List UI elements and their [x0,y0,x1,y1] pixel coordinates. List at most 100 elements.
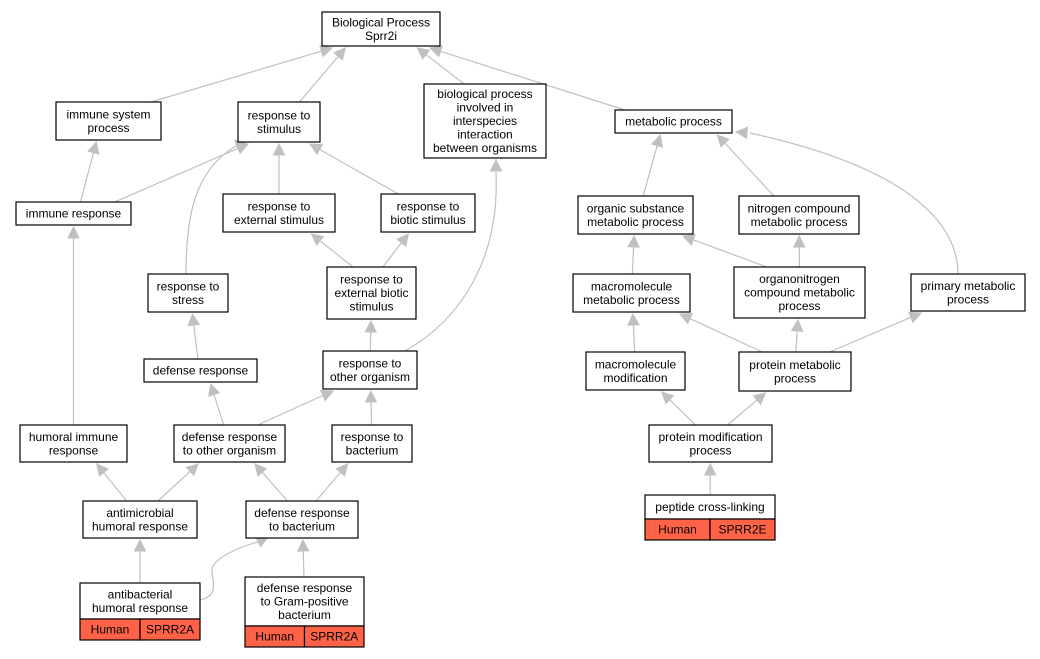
node-label-line: Biological Process [332,15,430,29]
node-label-line: protein metabolic [749,358,840,372]
node-label-line: defense response [153,364,249,378]
edge-arrowhead [254,463,268,477]
node-box [614,109,733,134]
edge-line [724,142,775,197]
node-box [143,358,258,383]
node-label-line: response to [157,279,220,293]
edge-line [749,132,959,275]
node-label-line: protein modification [658,430,762,444]
edge-organic_substance_metabolic-to-metabolic_process [642,133,664,197]
edge-macromolecule_metabolic-to-organic_substance_metabolic [627,234,640,275]
node-label-line: humoral immune [29,430,119,444]
edge-arrowhead [661,391,675,405]
node-box [648,424,773,463]
edge-arrowhead [627,234,640,248]
edge-arrowhead [416,47,431,61]
edge-line [103,472,128,502]
edge-arrowhead [627,312,640,326]
go-term-node-defense-response[interactable]: defense response [143,358,258,383]
go-term-node-immune-response[interactable]: immune response [15,201,132,226]
node-label-line: compound metabolic [744,286,855,300]
node-label-line: peptide cross-linking [655,500,764,514]
edge-arrowhead [364,319,377,333]
node-label-line: response to [340,273,403,287]
node-box [82,500,198,539]
edge-line [193,324,199,360]
species-label: Human [255,630,294,644]
node-label-line: response to [248,199,311,213]
node-label-line: process [689,443,731,457]
node-box [237,101,321,143]
node-label-line: humoral response [92,519,188,533]
node-box [572,273,691,313]
node-box [222,193,336,233]
edge-line [319,240,354,268]
go-term-node-metabolic-process[interactable]: metabolic process [614,109,733,134]
edge-arrowhead [792,234,806,248]
edge-line [157,470,191,502]
edge-response_external_biotic-to-response_biotic_stimulus [382,233,409,268]
edge-arrowhead [396,233,409,247]
node-label-line: bacterium [346,443,399,457]
edge-arrowhead [67,225,80,239]
edge-arrowhead [319,45,334,58]
edge-line [632,324,636,353]
node-label-line: defense response [254,506,350,520]
node-box [322,350,418,390]
edge-arrowhead [309,143,324,156]
edge-arrowhead [716,134,730,148]
edge-response_to_bacterium-to-response_other_organism [364,389,378,426]
node-label-line: antimicrobial [106,506,173,520]
edge-arrowhead [319,389,335,402]
node-label-line: to bacterium [269,519,335,533]
node-label-line: response to [397,199,460,213]
node-box [331,424,413,463]
edge-antibacterial_humoral-to-antimicrobial_humoral [133,538,147,583]
edge-protein_modification-to-macromolecule_modification [661,391,696,426]
node-box [79,582,201,620]
node-box [423,83,547,159]
species-label: Human [658,523,697,537]
node-box [245,500,359,539]
node-box [147,273,229,313]
node-label-line: organonitrogen [759,272,840,286]
edge-arrowhead [752,392,767,406]
edge-defense_gram_positive-to-defense_response_bacterium [296,538,310,578]
node-box [585,351,686,391]
edge-line [319,148,399,195]
edge-arrowhead [208,382,221,397]
edge-line [199,541,259,601]
edge-arrowhead [87,140,100,155]
edge-line [829,316,912,353]
edge-arrowhead [734,126,748,140]
edge-line [298,56,339,103]
edge-defense_response_other_organism-to-response_other_organism [257,389,335,426]
